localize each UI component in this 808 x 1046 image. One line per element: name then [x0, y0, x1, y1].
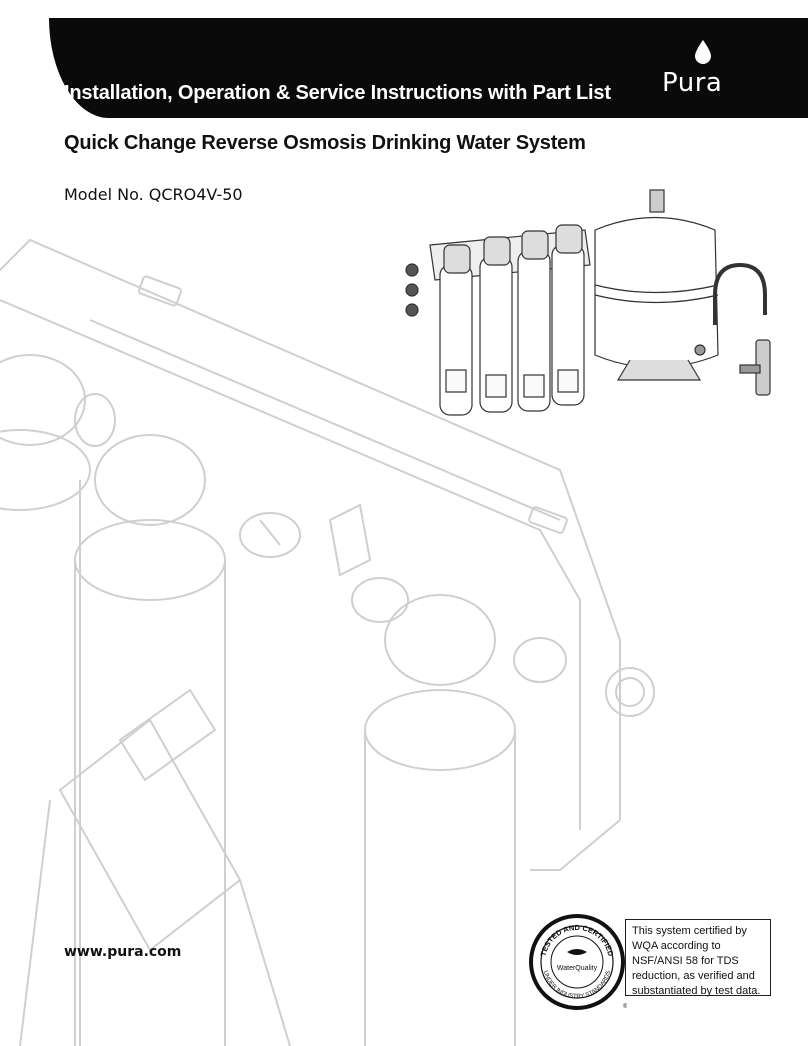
brand-name: Pura [662, 68, 723, 98]
product-title: Quick Change Reverse Osmosis Drinking Wa… [64, 132, 586, 154]
svg-text:®: ® [623, 1003, 627, 1010]
brand-logo: Pura [662, 40, 742, 110]
website-link[interactable]: www.pura.com [64, 944, 182, 960]
product-illustration [405, 189, 771, 416]
certification-statement: This system certified by WQA according t… [625, 919, 771, 997]
document-title: Installation, Operation & Service Instru… [64, 82, 611, 104]
filter-cartridge [439, 244, 473, 416]
wqa-certification-seal: TESTED AND CERTIFIED UNDER INDUSTRY STAN… [529, 914, 627, 1010]
model-number: Model No. QCRO4V-50 [64, 185, 243, 204]
seal-center-text: WaterQuality [557, 965, 598, 972]
header-banner [49, 18, 808, 118]
water-drop-icon [695, 40, 711, 64]
